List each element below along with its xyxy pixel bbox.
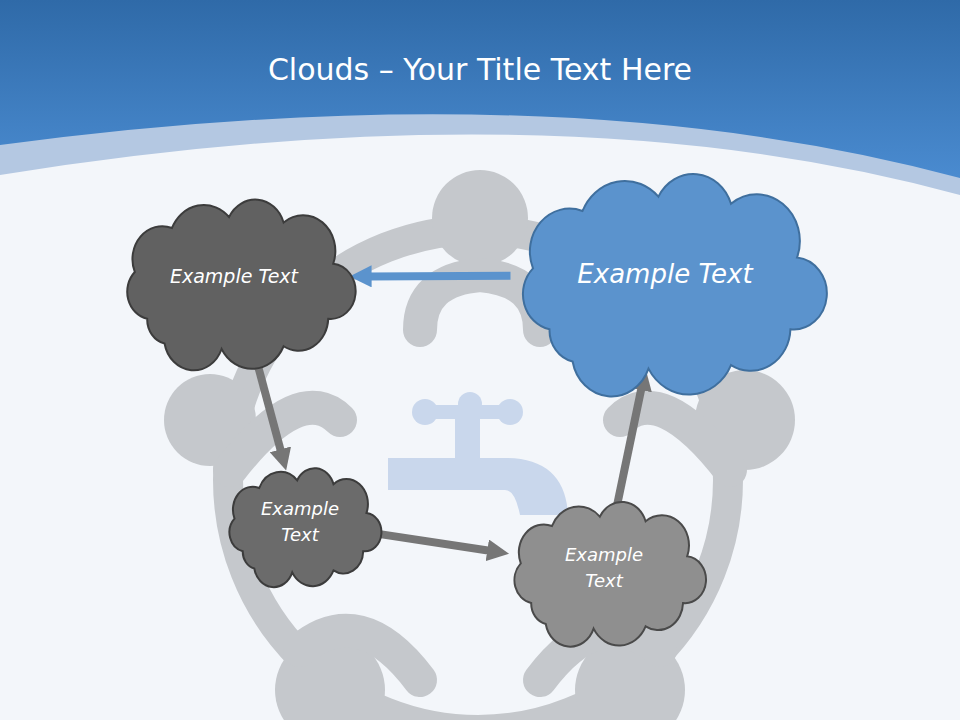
cloud-shape: Example Text	[218, 465, 383, 580]
faucet-icon	[388, 392, 568, 515]
cloud-fill	[523, 173, 827, 395]
slide-title: Clouds – Your Title Text Here	[0, 52, 960, 87]
flow-arrow	[378, 534, 491, 551]
flow-arrow	[617, 386, 642, 504]
cloud-outline	[500, 498, 708, 638]
cloud-outline	[218, 465, 383, 580]
cloud-fill	[229, 468, 381, 587]
cloud-shape: Example Text	[110, 195, 358, 360]
cloud-text: Example Text	[577, 256, 752, 294]
cloud-shape: Example Text	[500, 498, 708, 638]
header-bar	[0, 0, 960, 178]
cloud-shape: Example Text	[500, 168, 830, 383]
cloud-fill	[514, 502, 706, 647]
cloud-text: Example Text	[557, 542, 652, 594]
cloud-text: Example Text	[253, 496, 348, 548]
cloud-fill	[127, 199, 355, 370]
header-band	[0, 0, 960, 195]
cloud-text: Example Text	[170, 263, 298, 291]
flow-arrow	[368, 272, 511, 281]
